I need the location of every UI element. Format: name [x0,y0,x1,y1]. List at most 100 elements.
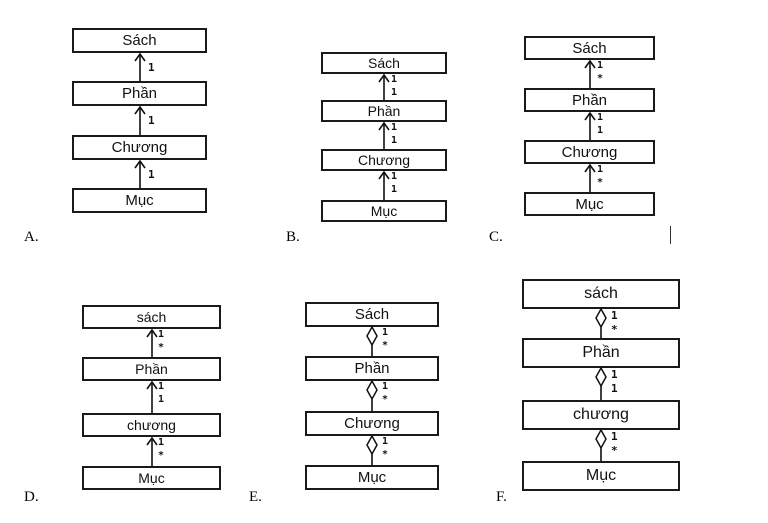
class-box: Mục [72,188,207,213]
class-name: Sách [354,306,390,323]
multiplicity-upper: 1 [382,327,389,338]
multiplicity-lower: 1 [148,167,155,181]
multiplicity-lower: 1 [158,394,165,405]
multiplicity-upper: 1 [611,368,618,381]
multiplicity-lower: * [597,73,604,84]
class-name: Phần [582,344,620,361]
aggregation-connector [366,379,378,411]
navigation-arrow-connector [583,111,596,140]
option-letter: B. [286,229,300,245]
multiplicity-lower: 1 [597,125,604,136]
navigation-arrow-connector [145,436,158,466]
class-name: Mục [370,203,398,219]
option-letter: A. [24,229,39,245]
class-box: Chương [305,411,439,436]
class-name: chương [127,417,176,433]
class-name: Chương [357,152,411,168]
navigation-arrow-connector [133,159,146,188]
class-name: Mục [357,469,387,486]
multiplicity-lower: 1 [391,87,398,98]
aggregation-connector [595,307,607,338]
multiplicity-lower: * [158,342,165,353]
multiplicity-lower: * [158,450,165,461]
navigation-arrow-connector [378,170,390,200]
multiplicity-lower: 1 [391,184,398,195]
aggregation-connector [366,325,378,356]
class-name: Sách [122,32,157,49]
multiplicity-lower: * [382,449,389,460]
class-name: Mục [585,467,617,484]
class-box: Sách [524,36,655,60]
class-box: Chương [72,135,207,160]
option-letter: E. [249,489,262,505]
navigation-arrow-connector [378,73,390,100]
navigation-arrow-connector [133,105,146,135]
multiplicity-upper: 1 [597,164,604,175]
class-name: Phần [354,360,390,377]
class-name: Sách [368,55,400,71]
class-box: Sách [72,28,207,53]
multiplicity-upper: 1 [391,122,398,133]
multiplicity-lower: 1 [148,114,155,127]
navigation-arrow-connector [145,328,158,357]
multiplicity-lower: * [597,177,604,188]
multiplicity-lower: * [382,340,389,351]
class-box: Phần [305,356,439,381]
option-letter: D. [24,489,39,505]
aggregation-connector [595,366,607,400]
multiplicity-lower: * [382,394,389,405]
class-box: Chương [321,149,447,171]
multiplicity-upper: 1 [158,437,165,448]
class-name: sách [136,309,167,325]
multiplicity-upper: 1 [391,74,398,85]
navigation-arrow-connector [583,163,596,192]
multiplicity-upper: 1 [158,329,165,340]
class-box: Mục [82,466,221,490]
multiplicity-upper: 1 [597,112,604,123]
class-name: Mục [125,192,154,209]
class-box: Sách [305,302,439,327]
multiplicity-upper: 1 [611,430,618,443]
class-box: chương [82,413,221,437]
multiplicity-lower: * [611,444,618,457]
stray-divider-mark [670,226,671,244]
class-box: Mục [524,192,655,216]
class-name: sách [584,285,618,302]
class-box: chương [522,400,680,430]
class-name: Chương [111,139,168,156]
class-box: Phần [72,81,207,106]
multiplicity-lower: 1 [611,382,618,395]
multiplicity-upper: 1 [382,436,389,447]
multiplicity-lower: 1 [148,60,155,74]
class-name: Chương [344,415,400,432]
navigation-arrow-connector [583,59,596,88]
multiplicity-upper: 1 [597,60,604,71]
class-box: Mục [522,461,680,491]
class-name: Mục [138,470,165,486]
class-name: Chương [561,143,618,161]
class-box: Phần [321,100,447,122]
class-box: Mục [321,200,447,222]
navigation-arrow-connector [378,121,390,149]
option-letter: C. [489,229,503,245]
multiplicity-lower: * [611,323,618,336]
class-box: Chương [524,140,655,164]
multiplicity-upper: 1 [382,381,389,392]
multiplicity-upper: 1 [391,171,398,182]
class-name: Mục [575,195,604,213]
class-box: sách [82,305,221,329]
class-box: Phần [82,357,221,381]
aggregation-connector [595,428,607,461]
class-name: Sách [572,39,607,57]
class-name: Phần [121,85,158,102]
class-box: Phần [522,338,680,368]
class-box: Mục [305,465,439,490]
class-name: chương [573,406,629,423]
option-letter: F. [496,489,507,505]
multiplicity-upper: 1 [611,309,618,322]
navigation-arrow-connector [145,380,158,413]
class-box: sách [522,279,680,309]
class-name: Phần [571,91,608,109]
class-box: Sách [321,52,447,74]
class-name: Phần [367,103,401,119]
